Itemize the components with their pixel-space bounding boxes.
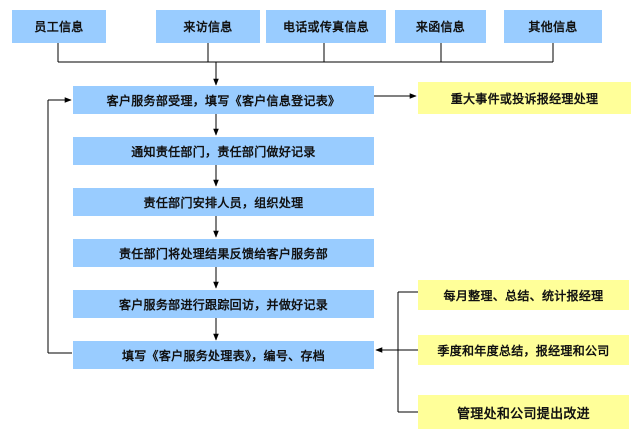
step-follow-up-visit: 客户服务部进行跟踪回访，并做好记录 <box>73 290 374 318</box>
step-fill-record-archive: 填写《客户服务处理表》，编号、存档 <box>73 341 374 369</box>
step-notify-department: 通知责任部门，责任部门做好记录 <box>73 137 374 165</box>
source-phone-fax: 电话或传真信息 <box>266 10 386 43</box>
source-visit: 来访信息 <box>156 10 260 43</box>
source-other: 其他信息 <box>504 10 602 43</box>
source-letter: 来函信息 <box>395 10 486 43</box>
step-feedback-result: 责任部门将处理结果反馈给客户服务部 <box>73 239 374 267</box>
report-monthly: 每月整理、总结、统计报经理 <box>418 280 629 310</box>
step-assign-staff: 责任部门安排人员，组织处理 <box>73 188 374 216</box>
escalation-manager-box: 重大事件或投诉报经理处理 <box>418 82 631 114</box>
source-employee: 员工信息 <box>12 10 106 43</box>
report-improvement: 管理处和公司提出改进 <box>418 395 629 429</box>
step-accept-register: 客户服务部受理，填写《客户信息登记表》 <box>73 86 374 114</box>
report-quarterly-annual: 季度和年度总结，报经理和公司 <box>418 335 629 365</box>
